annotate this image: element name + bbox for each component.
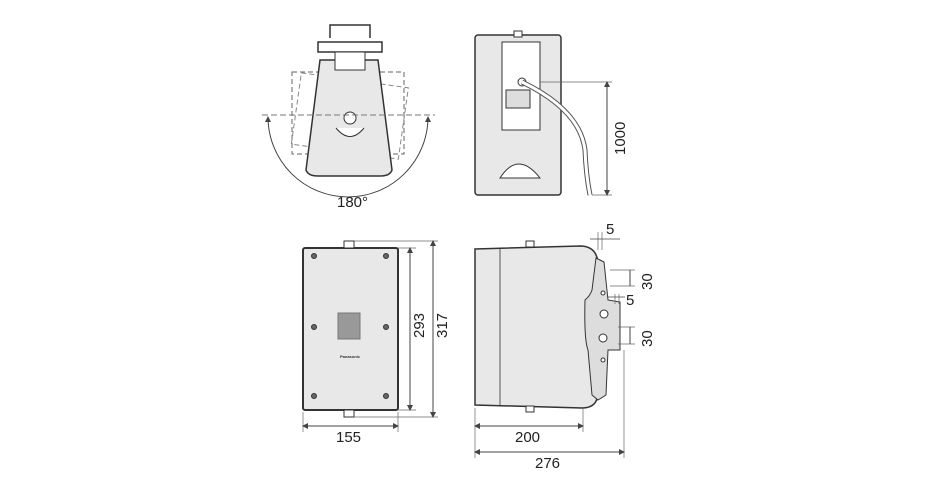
wall-bracket — [584, 257, 621, 401]
width-label: 155 — [336, 429, 361, 446]
rear-top-tab — [513, 30, 523, 38]
offset-top-label: 5 — [606, 221, 614, 238]
speaker-body-side — [474, 245, 599, 409]
height-body-label: 293 — [411, 313, 428, 338]
screws — [311, 253, 389, 399]
side-view — [474, 232, 635, 458]
bracket-arm — [334, 51, 366, 71]
rotation-arc — [265, 116, 431, 198]
front-view — [302, 240, 438, 432]
depth-body-label: 200 — [515, 429, 540, 446]
side-top-tab — [525, 240, 535, 248]
rear-bottom-hook — [499, 163, 542, 179]
height-total-label: 317 — [434, 313, 451, 338]
rear-view — [474, 30, 612, 196]
offset-mid-label: 5 — [626, 292, 634, 309]
mount-bracket — [317, 24, 383, 53]
rear-terminal — [505, 89, 531, 109]
rotation-view — [262, 24, 435, 198]
speaker-grille — [337, 312, 361, 340]
side-bottom-tab — [525, 405, 535, 413]
rotation-angle-label: 180° — [337, 194, 368, 211]
brand-logo: Panasonic — [340, 354, 361, 359]
slot-top-label: 30 — [639, 273, 656, 290]
slot-bottom-label: 30 — [639, 330, 656, 347]
pivot-knob — [343, 111, 357, 125]
cable-length-label: 1000 — [612, 122, 629, 155]
depth-total-label: 276 — [535, 455, 560, 472]
knob-base — [335, 127, 365, 137]
top-mount-tab — [343, 240, 355, 249]
bottom-mount-tab — [343, 409, 355, 418]
